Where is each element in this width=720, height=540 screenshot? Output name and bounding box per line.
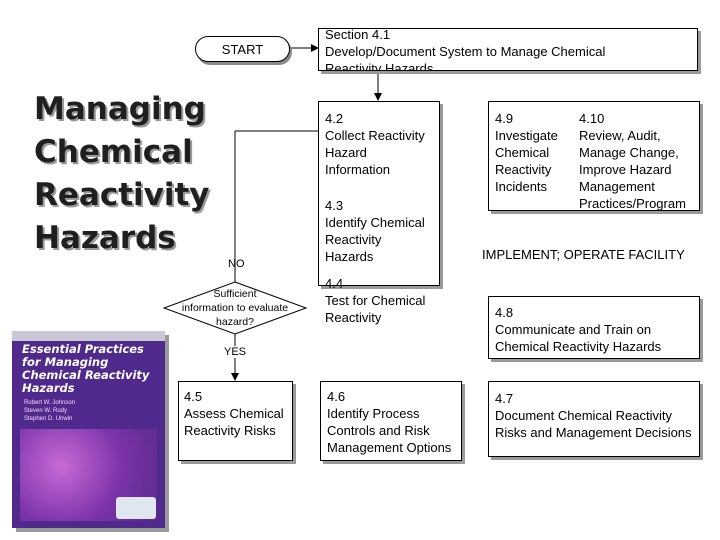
- section-4-7-number: 4.7: [495, 391, 514, 406]
- start-label: START: [221, 42, 264, 57]
- implement-operate-label: IMPLEMENT; OPERATE FACILITY: [482, 247, 685, 262]
- box-section-4-9-4-10[interactable]: 4.9 Investigate Chemical Reactivity Inci…: [488, 101, 700, 211]
- section-4-2-number: 4.2: [325, 111, 344, 126]
- section-4-4-text: Test for Chemical Reactivity: [325, 293, 426, 325]
- box-section-4-6[interactable]: 4.6 Identify Process Controls and Risk M…: [320, 381, 462, 461]
- yes-label: YES: [222, 346, 249, 358]
- section-4-8-text: Communicate and Train on Chemical Reacti…: [495, 322, 662, 354]
- section-4-3-number: 4.3: [325, 198, 344, 213]
- box-section-4-5[interactable]: 4.5 Assess Chemical Reactivity Risks: [178, 381, 293, 461]
- decision-diamond: [162, 281, 308, 335]
- book-cover-image: Essential Practices for Managing Chemica…: [12, 331, 165, 528]
- section-4-10-text: Review, Audit, Manage Change, Improve Ha…: [579, 128, 686, 211]
- section-4-2-text: Collect Reactivity Hazard Information: [325, 128, 425, 177]
- start-button[interactable]: START: [195, 36, 290, 62]
- box-section-4-2[interactable]: 4.2 Collect Reactivity Hazard Informatio…: [318, 101, 440, 325]
- box-section-4-8[interactable]: 4.8 Communicate and Train on Chemical Re…: [488, 296, 700, 359]
- section-4-1-text: Develop/Document System to Manage Chemic…: [325, 44, 606, 71]
- page-title: Managing Chemical Reactivity Hazards: [34, 91, 210, 256]
- section-4-9-text: Investigate Chemical Reactivity Incident…: [495, 128, 558, 194]
- book-cover-top-band: [12, 331, 165, 341]
- section-4-10-number: 4.10: [579, 111, 605, 126]
- section-4-6-text: Identify Process Controls and Risk Manag…: [327, 406, 452, 455]
- section-4-8-number: 4.8: [495, 305, 514, 320]
- book-title: Essential Practices for Managing Chemica…: [22, 342, 150, 395]
- section-4-9-number: 4.9: [495, 111, 514, 126]
- section-4-7-text: Document Chemical Reactivity Risks and M…: [495, 408, 692, 440]
- book-publisher-logo: [116, 497, 156, 519]
- section-4-1-number: Section 4.1: [325, 28, 391, 42]
- decision-text: Sufficient information to evaluate hazar…: [181, 288, 289, 328]
- section-4-5-number: 4.5: [184, 389, 203, 404]
- box-section-4-7[interactable]: 4.7 Document Chemical Reactivity Risks a…: [488, 381, 700, 457]
- section-4-6-number: 4.6: [327, 389, 346, 404]
- section-4-5-text: Assess Chemical Reactivity Risks: [184, 406, 284, 438]
- section-4-3-text: Identify Chemical Reactivity Hazards: [325, 215, 425, 264]
- no-label: NO: [228, 258, 245, 270]
- book-authors: Robert W. Johnson Steven W. Rudy Stephen…: [24, 400, 76, 422]
- box-section-4-1[interactable]: Section 4.1 Develop/Document System to M…: [318, 28, 698, 71]
- section-4-4-number: 4.4: [325, 276, 344, 291]
